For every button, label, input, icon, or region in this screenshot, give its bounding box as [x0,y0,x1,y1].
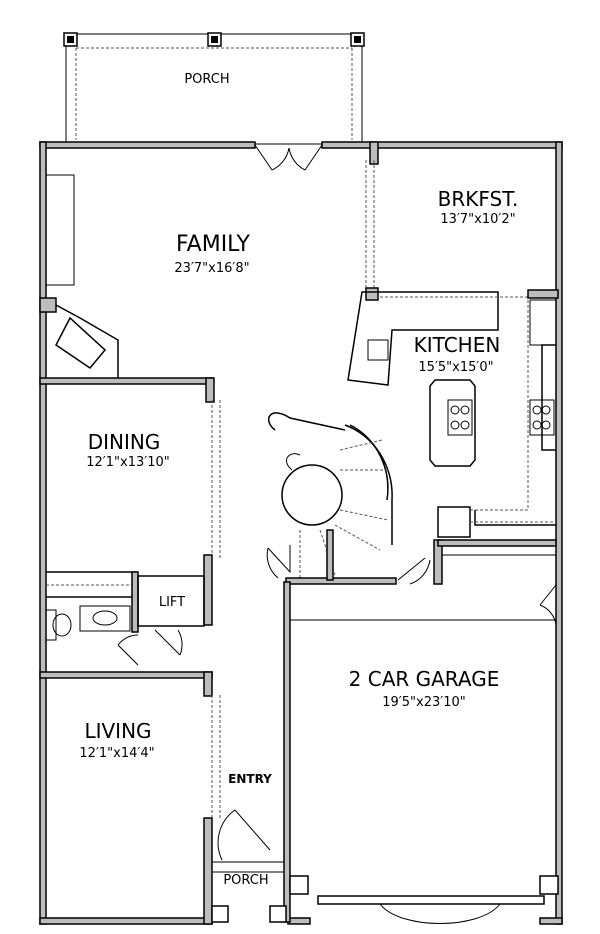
room-dims-kitchen: 15′5"x15′0" [418,360,493,375]
exterior-walls [39,141,563,925]
room-label-family: FAMILY [176,232,250,257]
kitchen-island [429,379,476,467]
sink-icon [529,399,555,436]
left-rooms-walls [39,377,221,925]
room-label-living: LIVING [84,719,151,743]
room-label-entry: ENTRY [228,772,272,786]
room-label-breakfast: BRKFST. [438,187,519,211]
fireplace [45,174,119,378]
lavatory-icon [92,610,118,626]
room-dims-family: 23′7"x16′8" [174,261,249,276]
front-porch [211,809,287,923]
garage-walls [283,539,559,924]
room-label-rear-porch: PORCH [184,72,229,87]
room-dims-garage: 19′5"x23′10" [382,695,465,710]
room-label-kitchen: KITCHEN [414,333,501,357]
cooktop-icon [447,399,473,436]
room-dims-dining: 12′1"x13′10" [86,455,169,470]
french-door [254,144,323,171]
toilet-icon [52,613,72,637]
kitchen-counters [347,287,559,538]
room-label-lift: LIFT [159,595,185,610]
room-label-front-porch: PORCH [223,873,268,888]
lift-box [137,575,205,627]
room-label-garage: 2 CAR GARAGE [349,667,500,691]
room-dims-living: 12′1"x14′4" [79,746,154,761]
room-label-dining: DINING [88,430,161,454]
spiral-staircase [266,412,397,585]
room-dims-breakfast: 13′7"x10′2" [440,212,515,227]
rear-porch [63,32,365,145]
